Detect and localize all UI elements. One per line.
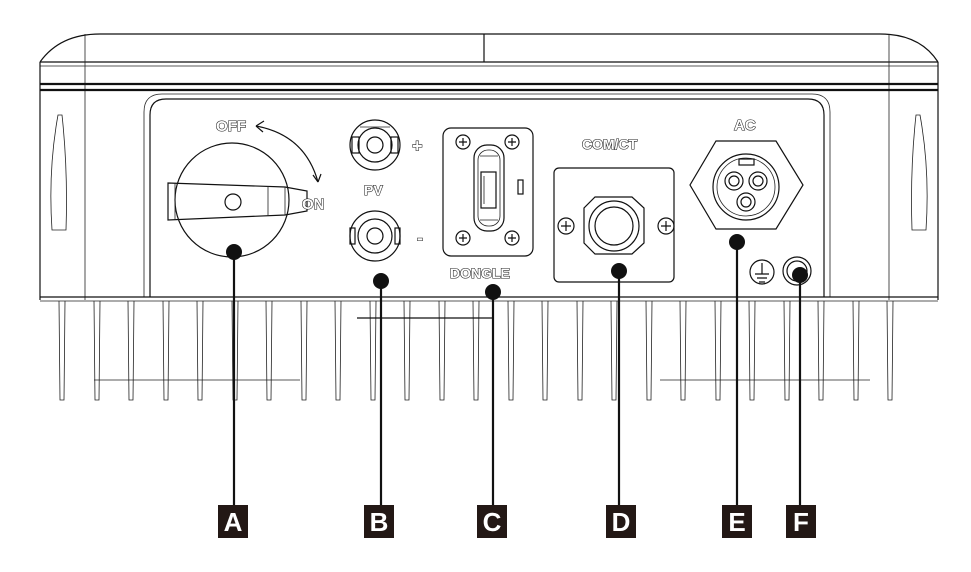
callout-letter: F bbox=[793, 507, 809, 537]
callout-letter: A bbox=[224, 507, 243, 537]
switch-on-label: ON bbox=[302, 196, 325, 213]
heatsink-fin bbox=[162, 300, 170, 401]
pv-minus-label: - bbox=[417, 228, 423, 248]
heatsink-fin bbox=[265, 300, 273, 401]
screw-icon bbox=[657, 217, 675, 235]
callout-leaders bbox=[226, 234, 808, 505]
callout-C: C bbox=[477, 505, 507, 538]
ac-label: AC bbox=[734, 117, 756, 134]
switch-off-label: OFF bbox=[216, 118, 246, 135]
heatsink-fin bbox=[576, 300, 584, 401]
heatsink-fin bbox=[817, 300, 825, 401]
heatsink-fin bbox=[886, 300, 894, 401]
heatsink-fin bbox=[748, 300, 756, 401]
callout-letter: C bbox=[483, 507, 502, 537]
heatsink-fin bbox=[472, 300, 480, 401]
screw-icon bbox=[504, 134, 520, 150]
heatsink-fin bbox=[403, 300, 411, 401]
callout-E: E bbox=[722, 505, 752, 538]
callout-D: D bbox=[606, 505, 636, 538]
callout-A: A bbox=[218, 505, 248, 538]
pv-minus-connector[interactable] bbox=[349, 210, 401, 262]
com-ct-port[interactable]: COM/CT bbox=[553, 135, 675, 283]
heatsink-fin bbox=[196, 300, 204, 401]
heatsink-fin bbox=[300, 300, 308, 401]
heatsink-fin bbox=[93, 300, 101, 401]
heatsink-fin bbox=[679, 300, 687, 401]
heatsink-fin bbox=[369, 300, 377, 401]
heatsink-fin bbox=[58, 300, 66, 401]
pv-plus-label: + bbox=[412, 136, 423, 156]
heatsink-fin bbox=[610, 300, 618, 401]
screw-icon bbox=[557, 217, 575, 235]
callout-B: B bbox=[364, 505, 394, 538]
com-ct-label: COM/CT bbox=[582, 136, 638, 152]
heatsink-fin bbox=[714, 300, 722, 401]
callout-letter: D bbox=[612, 507, 631, 537]
heatsink-fin bbox=[127, 300, 135, 401]
heatsink-fin bbox=[541, 300, 549, 401]
housing-top bbox=[39, 33, 939, 300]
callout-F: F bbox=[786, 505, 816, 538]
heatsink-fin bbox=[852, 300, 860, 401]
screw-icon bbox=[455, 230, 471, 246]
pv-label: PV bbox=[364, 182, 383, 198]
heatsink-fin bbox=[783, 300, 791, 401]
screw-icon bbox=[504, 230, 520, 246]
callout-letter: B bbox=[370, 507, 389, 537]
heatsink-fins bbox=[58, 300, 894, 401]
rotate-arrow-icon bbox=[255, 125, 319, 183]
callout-letter: E bbox=[728, 507, 745, 537]
ac-connector[interactable]: AC bbox=[689, 116, 804, 230]
heatsink-fin bbox=[507, 300, 515, 401]
pv-plus-connector[interactable] bbox=[349, 119, 401, 171]
ground-symbol-icon bbox=[749, 259, 775, 285]
dongle-port[interactable]: DONGLE bbox=[442, 127, 534, 282]
heatsink-fin bbox=[645, 300, 653, 401]
heatsink-fin bbox=[334, 300, 342, 401]
pv-terminals[interactable]: + PV - bbox=[349, 119, 424, 262]
screw-icon bbox=[455, 134, 471, 150]
heatsink-fin bbox=[438, 300, 446, 401]
dc-switch[interactable]: OFF ON bbox=[167, 117, 325, 258]
dongle-label: DONGLE bbox=[450, 265, 510, 281]
